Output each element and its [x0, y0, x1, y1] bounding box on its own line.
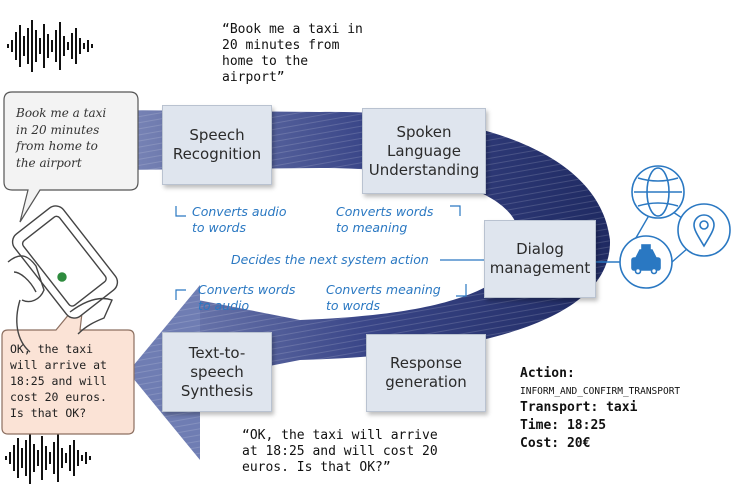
user-speech-bubble	[3, 91, 139, 223]
annotation-tts: Converts words to audio	[198, 282, 296, 313]
action-transport: Transport: taxi	[520, 400, 638, 415]
speech-recognition-module: Speech Recognition	[162, 105, 272, 185]
action-time: Time: 18:25	[520, 418, 607, 433]
dialog-management-module: Dialog management	[484, 220, 596, 298]
system-utterance: “OK, the taxi will arrive at 18:25 and w…	[242, 428, 438, 475]
annotation-nlg: Converts meaning to words	[326, 282, 441, 313]
annotation-dm: Decides the next system action	[231, 252, 429, 267]
action-cost: Cost: 20€	[520, 436, 591, 451]
waveform-icon-top	[7, 20, 93, 72]
text-to-speech-module: Text-to- speech Synthesis	[162, 332, 272, 412]
location-pin-icon	[677, 203, 731, 257]
annotation-asr: Converts audio to words	[192, 204, 287, 235]
taxi-icon	[619, 235, 673, 289]
phone-icon	[7, 205, 119, 353]
user-utterance: “Book me a taxi in 20 minutes from home …	[222, 22, 363, 85]
spoken-language-understanding-module: Spoken Language Understanding	[362, 108, 486, 194]
system-bubble-text: OK, the taxi will arrive at 18:25 and wi…	[10, 342, 107, 420]
response-generation-module: Response generation	[366, 334, 486, 412]
system-speech-bubble	[1, 294, 135, 435]
annotation-brackets	[175, 205, 486, 300]
action-label: Action:	[520, 366, 575, 381]
annotation-slu: Converts words to meaning	[336, 204, 434, 235]
globe-icon	[631, 165, 685, 219]
waveform-icon-bottom	[5, 432, 91, 484]
action-name: INFORM_AND_CONFIRM_TRANSPORT	[520, 386, 681, 397]
user-bubble-text: Book me a taxi in 20 minutes from home t…	[16, 106, 107, 170]
